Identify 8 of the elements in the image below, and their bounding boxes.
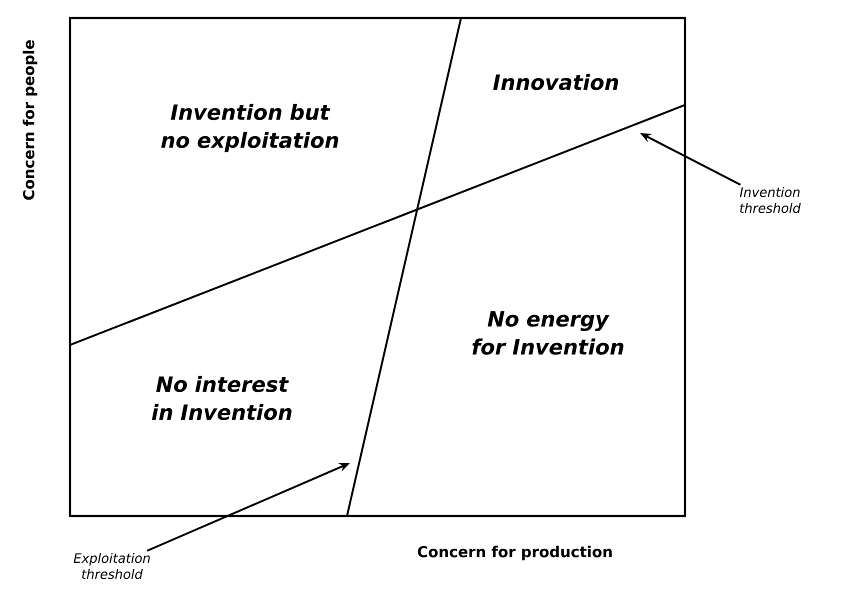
threshold-label: Invention threshold (740, 186, 801, 214)
region-label: No energy for Invention (472, 311, 624, 355)
region-label: Invention but no exploitation (161, 104, 338, 152)
threshold-label: Exploitation threshold (74, 552, 150, 580)
region-label: No interest in Invention (152, 376, 292, 420)
axis-title: Concern for production (418, 546, 612, 560)
axis-title: Concern for people (22, 40, 38, 200)
region-label: Innovation (493, 74, 618, 90)
